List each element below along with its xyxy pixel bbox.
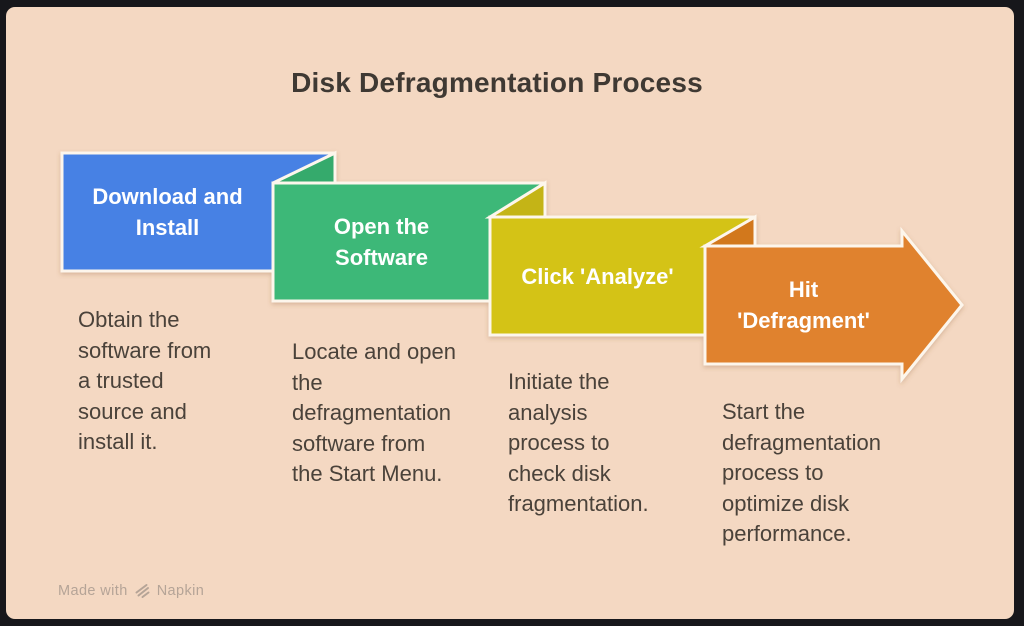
step-4-desc-line: performance. xyxy=(722,521,852,546)
page-title: Disk Defragmentation Process xyxy=(291,67,703,98)
watermark-brand: Napkin xyxy=(156,582,205,599)
step-1-label: Download and Install xyxy=(62,153,273,271)
step-2-label-line-1: Open the xyxy=(333,214,430,239)
step-2-desc-line: software from xyxy=(292,430,426,456)
step-4-label-line-2: 'Defragment' xyxy=(737,308,870,333)
step-4-desc-line: defragmentation xyxy=(722,429,881,455)
step-4-desc-line: process to xyxy=(722,460,824,485)
step-2-desc-line: the Start Menu. xyxy=(292,461,443,486)
step-3-desc-line: check disk xyxy=(508,460,611,486)
step-2-label-line-2: Software xyxy=(335,245,428,270)
step-1-label-line-2: Install xyxy=(135,215,200,240)
step-1-desc-line: install it. xyxy=(78,429,158,454)
step-4-arrow-shape xyxy=(703,226,964,384)
step-1-desc-line: source and xyxy=(78,398,187,424)
step-3-desc-line: fragmentation. xyxy=(508,491,649,516)
step-3-desc-line: process to xyxy=(508,430,610,455)
step-4-desc-line: optimize disk xyxy=(722,490,850,516)
step-2-desc-line: Locate and open xyxy=(292,339,456,364)
step-1-description: Obtain the software from a trusted sourc… xyxy=(78,305,211,458)
step-4-label-line-1: Hit xyxy=(788,277,819,302)
step-3-label: Click 'Analyze' xyxy=(490,217,705,335)
step-3-desc-line: analysis xyxy=(508,399,588,425)
step-2-desc-line: defragmentation xyxy=(292,400,451,425)
step-4-label: Hit 'Defragment' xyxy=(705,246,902,364)
step-1-label-line-1: Download and xyxy=(92,184,243,209)
step-1-desc-line: a trusted xyxy=(78,368,164,393)
step-3-desc-line: Initiate the xyxy=(508,369,610,394)
watermark-prefix: Made with xyxy=(58,582,128,599)
watermark: Made with Napkin xyxy=(58,582,204,599)
napkin-logo-icon xyxy=(134,582,151,599)
step-1-desc-line: Obtain the xyxy=(78,307,180,332)
step-2-description: Locate and open the defragmentation soft… xyxy=(292,337,456,490)
step-2-desc-line: the xyxy=(292,369,323,395)
step-3-description: Initiate the analysis process to check d… xyxy=(508,367,649,520)
step-2-label: Open the Software xyxy=(273,183,490,301)
step-4-description: Start the defragmentation process to opt… xyxy=(722,397,881,550)
step-3-label-line-1: Click 'Analyze' xyxy=(521,263,674,289)
step-1-desc-line: software from xyxy=(78,337,212,363)
step-4-desc-line: Start the xyxy=(722,399,806,424)
